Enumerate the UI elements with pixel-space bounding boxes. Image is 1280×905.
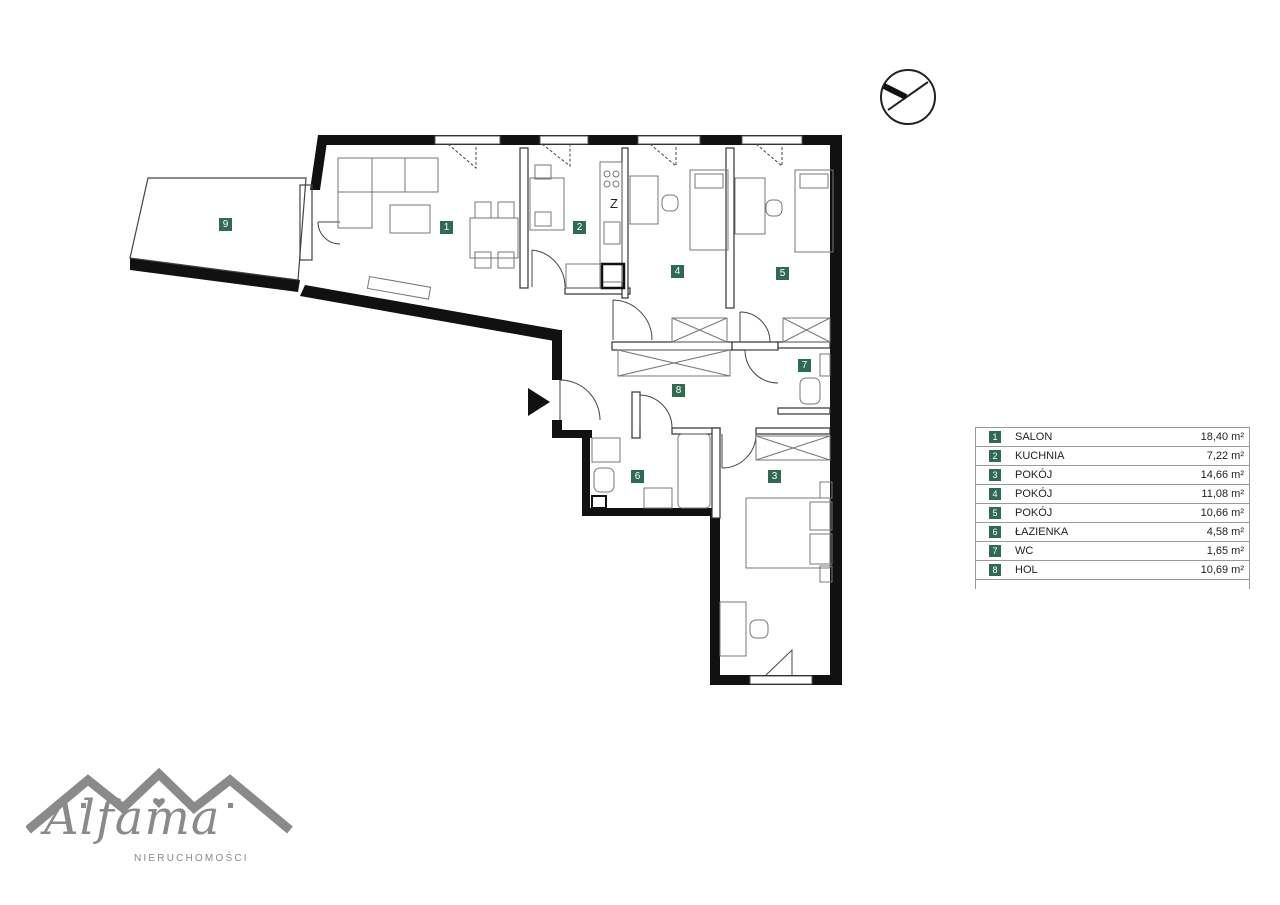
bed-5 [794,169,834,253]
legend-room-area: 14,66 m² [1136,465,1250,485]
legend-room-name: SALON [1015,427,1137,447]
legend-number: 7 [989,545,1001,557]
room-badge-5: 5 [776,267,789,280]
legend-room-area: 11,08 m² [1136,484,1250,504]
fridge-label: Z [610,196,618,211]
room-badge-8: 8 [672,384,685,397]
legend-room-area: 10,66 m² [1136,503,1250,523]
inner-walls [519,147,831,519]
kitchen-table [529,177,565,231]
legend-room-name: KUCHNIA [1015,446,1137,466]
balcony [129,177,313,281]
logo-subtitle: NIERUCHOMOŚCI [134,853,249,864]
wardrobe-3 [755,435,831,461]
legend-room-area: 4,58 m² [1136,522,1250,542]
dining-table [469,217,519,259]
entrance-arrow-icon [528,388,550,416]
bathtub [677,433,711,509]
logo-name: Alfama [44,790,221,846]
coffee-table [389,204,431,234]
legend-room-name: POKÓJ [1015,465,1137,485]
room-badge-6: 6 [631,470,644,483]
wardrobe-4 [671,317,728,343]
sofa [337,157,439,193]
radiator [366,275,432,300]
legend-number: 3 [989,469,1001,481]
legend-room-area: 7,22 m² [1136,446,1250,466]
desk-5 [734,177,766,235]
legend-room-area: 18,40 m² [1136,427,1250,447]
legend-number: 2 [989,450,1001,462]
room-badge-3: 3 [768,470,781,483]
north-arrow-icon [880,69,936,125]
desk-4 [629,175,659,225]
wardrobe-hall [617,349,731,377]
legend-number: 5 [989,507,1001,519]
legend-room-name: HOL [1015,560,1137,580]
legend-room-name: WC [1015,541,1137,561]
bed-3 [745,497,831,569]
legend-number: 1 [989,431,1001,443]
legend-room-area: 10,69 m² [1136,560,1250,580]
legend-number: 4 [989,488,1001,500]
legend-room-name: POKÓJ [1015,503,1137,523]
room-badge-9: 9 [219,218,232,231]
legend-room-name: ŁAZIENKA [1015,522,1137,542]
room-badge-2: 2 [573,221,586,234]
furniture [337,157,834,657]
kitchen-counter [599,161,623,283]
windows [434,135,813,685]
room-badge-7: 7 [798,359,811,372]
room-badge-4: 4 [671,265,684,278]
logo-roof-icon [26,767,293,834]
desk-3 [719,601,747,657]
legend-room-area: 1,65 m² [1136,541,1250,561]
room-badge-1: 1 [440,221,453,234]
door-swings [317,143,793,676]
wardrobe-5 [782,317,831,343]
bed-4 [689,169,729,251]
legend-room-name: POKÓJ [1015,484,1137,504]
legend-number: 8 [989,564,1001,576]
legend-number: 6 [989,526,1001,538]
